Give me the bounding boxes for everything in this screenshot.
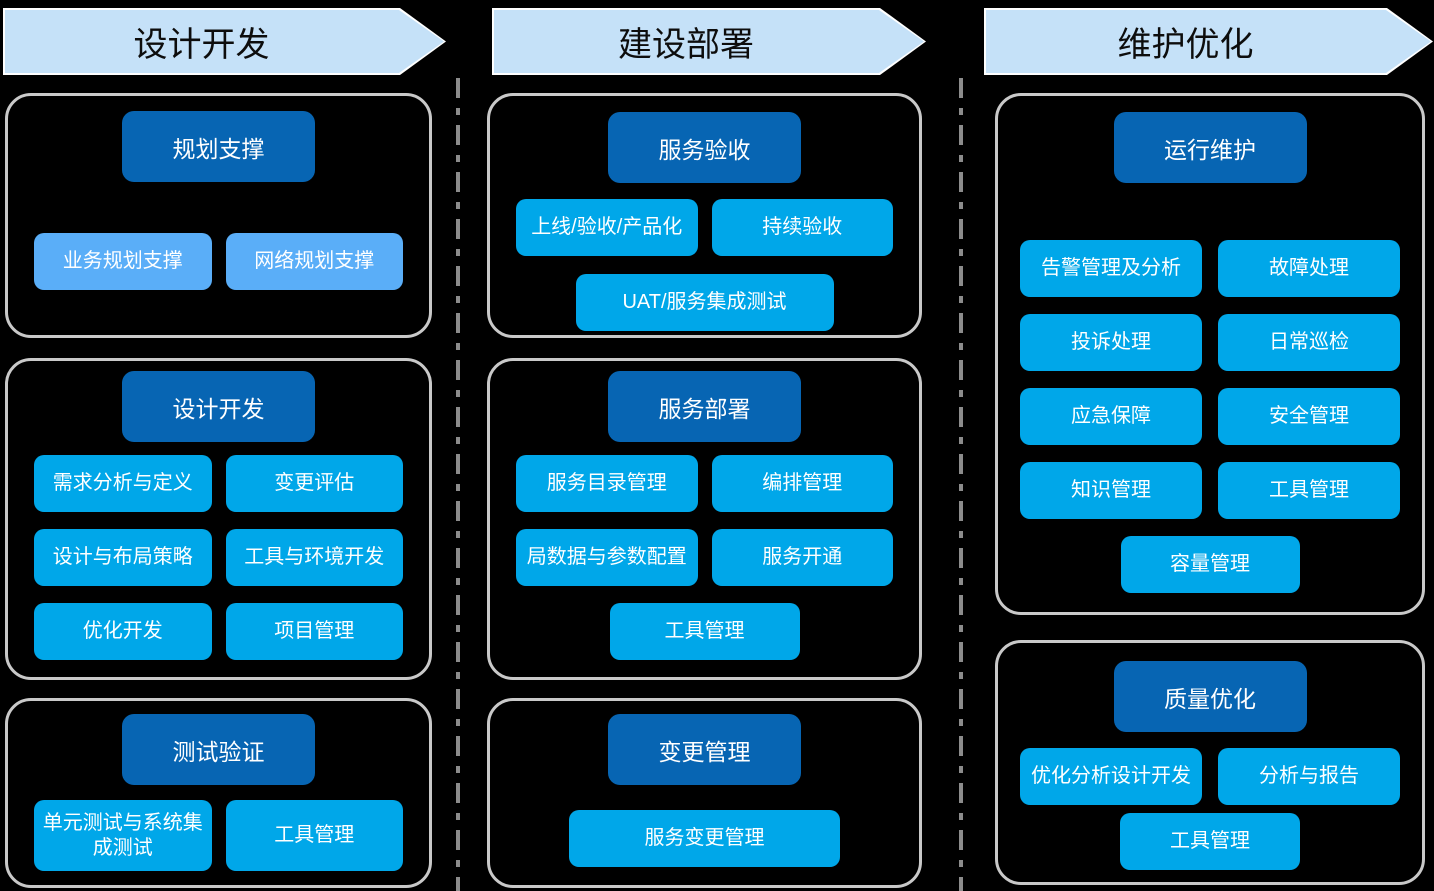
process-item: 优化开发 <box>34 603 212 660</box>
item-grid: 优化分析设计开发 分析与报告 <box>1020 748 1400 805</box>
arrow-right-icon <box>492 8 926 75</box>
section-title: 服务验收 <box>608 112 801 183</box>
item-grid: 业务规划支撑 网络规划支撑 <box>34 233 403 290</box>
banner-design-dev: 设计开发 <box>3 8 446 75</box>
banner-label: 建设部署 <box>618 26 754 64</box>
section-title: 测试验证 <box>122 714 315 785</box>
process-item: 应急保障 <box>1020 388 1202 445</box>
banner-build-deploy: 建设部署 <box>492 8 926 75</box>
process-item: 日常巡检 <box>1218 314 1400 371</box>
process-item: 优化分析设计开发 <box>1020 748 1202 805</box>
section-planning-support: 规划支撑 业务规划支撑 网络规划支撑 <box>5 93 432 338</box>
banner-label: 设计开发 <box>133 26 270 64</box>
process-item: 故障处理 <box>1218 240 1400 297</box>
process-item: 变更评估 <box>225 455 403 512</box>
process-item: 告警管理及分析 <box>1020 240 1202 297</box>
item-grid: 需求分析与定义 变更评估 设计与布局策略 工具与环境开发 优化开发 项目管理 <box>34 455 403 660</box>
process-item: 持续验收 <box>711 199 893 256</box>
item-grid: 上线/验收/产品化 持续验收 <box>516 199 893 256</box>
section-title: 运行维护 <box>1113 112 1307 183</box>
process-item: 服务目录管理 <box>516 455 698 512</box>
section-service-deploy: 服务部署 服务目录管理 编排管理 局数据与参数配置 服务开通 工具管理 <box>487 358 922 680</box>
item-grid: 告警管理及分析 故障处理 投诉处理 日常巡检 应急保障 安全管理 知识管理 工具… <box>1020 240 1400 519</box>
item-grid: 服务目录管理 编排管理 局数据与参数配置 服务开通 <box>516 455 893 586</box>
process-item: 分析与报告 <box>1218 748 1400 805</box>
process-item: 单元测试与系统集成测试 <box>34 800 212 871</box>
process-item: 需求分析与定义 <box>34 455 212 512</box>
process-item: 局数据与参数配置 <box>516 529 698 586</box>
arrow-right-icon <box>3 8 446 75</box>
section-change-mgmt: 变更管理 服务变更管理 <box>487 698 922 888</box>
process-item: 工具管理 <box>1218 462 1400 519</box>
process-item: 工具管理 <box>225 800 403 871</box>
process-item: 上线/验收/产品化 <box>516 199 698 256</box>
process-item: 投诉处理 <box>1020 314 1202 371</box>
section-design-dev: 设计开发 需求分析与定义 变更评估 设计与布局策略 工具与环境开发 优化开发 项… <box>5 358 432 680</box>
arrow-right-icon <box>984 8 1433 75</box>
process-item: 项目管理 <box>225 603 403 660</box>
process-item: UAT/服务集成测试 <box>575 274 834 331</box>
process-item: 安全管理 <box>1218 388 1400 445</box>
banner-maintain-optimize: 维护优化 <box>984 8 1433 75</box>
column-divider <box>959 78 963 891</box>
item-grid: 单元测试与系统集成测试 工具管理 <box>34 800 403 871</box>
process-item: 工具与环境开发 <box>225 529 403 586</box>
section-title: 服务部署 <box>608 371 801 442</box>
process-item: 知识管理 <box>1020 462 1202 519</box>
process-item: 服务开通 <box>711 529 893 586</box>
banner-label: 维护优化 <box>1117 26 1254 64</box>
process-item: 设计与布局策略 <box>34 529 212 586</box>
item-row: 工具管理 <box>490 603 919 660</box>
process-item: 工具管理 <box>609 603 800 660</box>
section-operation-maintenance: 运行维护 告警管理及分析 故障处理 投诉处理 日常巡检 应急保障 安全管理 知识… <box>995 93 1425 615</box>
process-item: 网络规划支撑 <box>225 233 403 290</box>
section-title: 质量优化 <box>1113 661 1307 732</box>
section-service-acceptance: 服务验收 上线/验收/产品化 持续验收 UAT/服务集成测试 <box>487 93 922 338</box>
process-item: 服务变更管理 <box>569 810 840 867</box>
item-row: 容量管理 <box>998 536 1422 593</box>
process-item: 业务规划支撑 <box>34 233 212 290</box>
process-item: 工具管理 <box>1120 813 1300 870</box>
section-title: 规划支撑 <box>122 111 315 182</box>
item-row: 工具管理 <box>998 813 1422 870</box>
item-row: 服务变更管理 <box>490 810 919 867</box>
column-divider <box>456 78 460 891</box>
section-title: 设计开发 <box>122 371 315 442</box>
process-item: 编排管理 <box>711 455 893 512</box>
section-test-verify: 测试验证 单元测试与系统集成测试 工具管理 <box>5 698 432 888</box>
section-quality-optimize: 质量优化 优化分析设计开发 分析与报告 工具管理 <box>995 640 1425 885</box>
item-row: UAT/服务集成测试 <box>490 274 919 331</box>
section-title: 变更管理 <box>608 714 801 785</box>
process-item: 容量管理 <box>1120 536 1300 593</box>
